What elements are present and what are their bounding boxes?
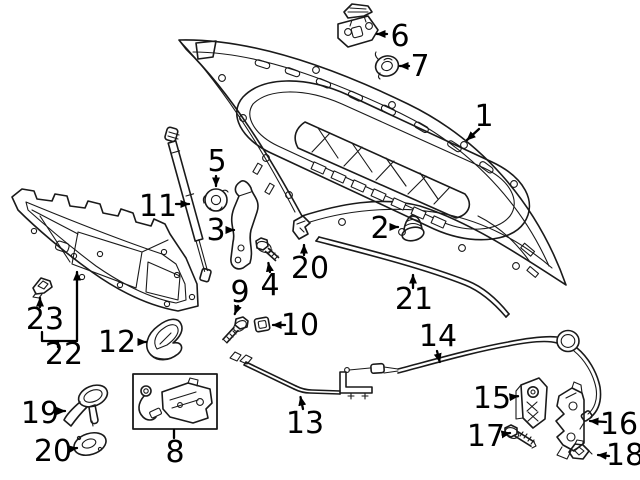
callout-17-label: 17: [467, 419, 505, 454]
grommet-nut: [374, 51, 400, 80]
hinge-bracket: [230, 180, 259, 270]
callout-8-label: 8: [165, 435, 184, 470]
safety-catch: [337, 3, 379, 48]
square-nut: [253, 316, 271, 333]
callout-12-label: 12: [98, 325, 136, 360]
callout-labels: 1 2 3 4 5 6 7 8 9 10 11 12 13 14 15 16 1…: [21, 19, 640, 473]
callout-leaders: [36, 30, 611, 460]
grommet: [202, 188, 229, 212]
hood-latch-assembly: [132, 373, 218, 430]
callout-9-label: 9: [230, 275, 249, 310]
hood-panel: [178, 39, 567, 286]
striker-bracket: [515, 377, 548, 429]
corner-bracket: [292, 215, 311, 240]
cable-clip: [568, 439, 593, 460]
callout-20-upper-label: 20: [291, 251, 329, 286]
insulator-clip: [32, 277, 53, 299]
callout-2-label: 2: [370, 211, 389, 246]
release-handle: [63, 384, 109, 427]
front-weatherstrip: [315, 236, 510, 318]
mount-bolt: [504, 424, 537, 449]
callout-20-lower-label: 20: [34, 434, 72, 469]
callout-4-label: 4: [260, 268, 279, 303]
bump-stop: [401, 214, 425, 242]
callout-7-label: 7: [410, 49, 429, 84]
callout-1-label: 1: [474, 99, 493, 134]
callout-5-label: 5: [207, 144, 226, 179]
release-cable-front: [229, 351, 373, 400]
release-bracket: [555, 381, 585, 460]
callout-11-label: 11: [139, 189, 177, 224]
callout-14-label: 14: [419, 319, 457, 354]
callout-23-label: 23: [26, 302, 64, 337]
handle-gasket: [73, 431, 107, 457]
callout-6-label: 6: [390, 19, 409, 54]
callout-13-label: 13: [286, 406, 324, 441]
callout-3-label: 3: [206, 213, 225, 248]
bolt-9: [222, 316, 249, 344]
callout-15-label: 15: [473, 381, 511, 416]
hinge-bolt: [255, 237, 280, 262]
callout-19-label: 19: [21, 396, 59, 431]
callout-18-label: 18: [606, 438, 640, 473]
callout-22-label: 22: [45, 337, 83, 372]
callout-16-label: 16: [600, 407, 638, 442]
rubber-bumper: [146, 318, 183, 361]
callout-10-label: 10: [281, 308, 319, 343]
gas-support-strut: [164, 126, 212, 283]
callout-21-label: 21: [395, 282, 433, 317]
